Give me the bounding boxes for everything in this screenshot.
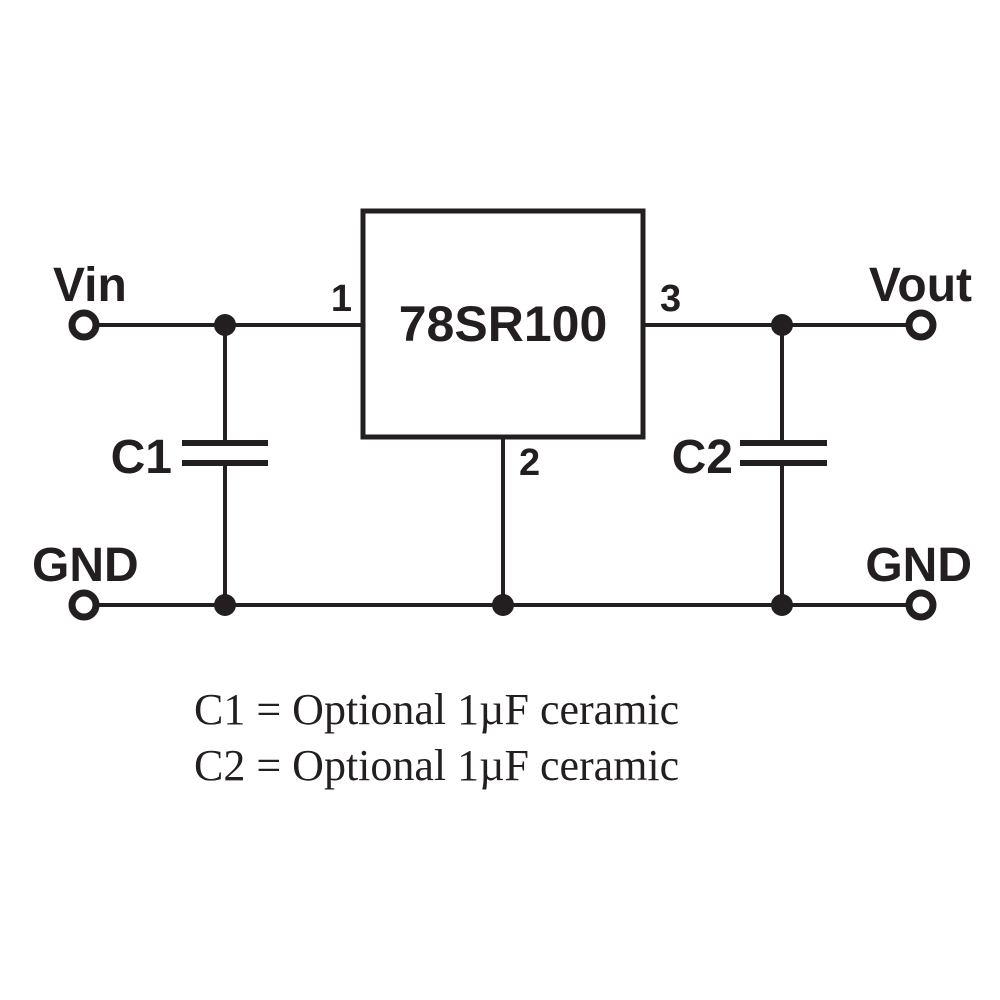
gnd-left-label: GND [32, 539, 139, 592]
capacitor-c1 [182, 440, 268, 466]
junction-dot-gnd-c2 [771, 594, 793, 616]
pin3-label: 3 [660, 278, 681, 320]
capacitor-c2 [740, 440, 827, 466]
gnd-right-terminal [905, 589, 937, 621]
vout-terminal [905, 309, 937, 341]
c1-label: C1 [111, 431, 172, 484]
ic-label: 78SR100 [399, 296, 608, 352]
junction-dot-vin-c1 [214, 314, 236, 336]
gnd-right-label: GND [865, 539, 972, 592]
pin2-label: 2 [519, 442, 540, 484]
note-line-1: C1 = Optional 1µF ceramic [194, 685, 679, 734]
ic-box [360, 208, 646, 440]
note-line-2: C2 = Optional 1µF ceramic [194, 741, 679, 790]
junction-dot-gnd-pin2 [492, 594, 514, 616]
pin1-label: 1 [331, 278, 352, 320]
vin-label: Vin [53, 259, 127, 312]
junction-dot-gnd-c1 [214, 594, 236, 616]
junction-dot-vout-c2 [771, 314, 793, 336]
c2-label: C2 [672, 431, 733, 484]
vin-terminal [68, 309, 100, 341]
gnd-left-terminal [68, 589, 100, 621]
vout-label: Vout [869, 259, 972, 312]
